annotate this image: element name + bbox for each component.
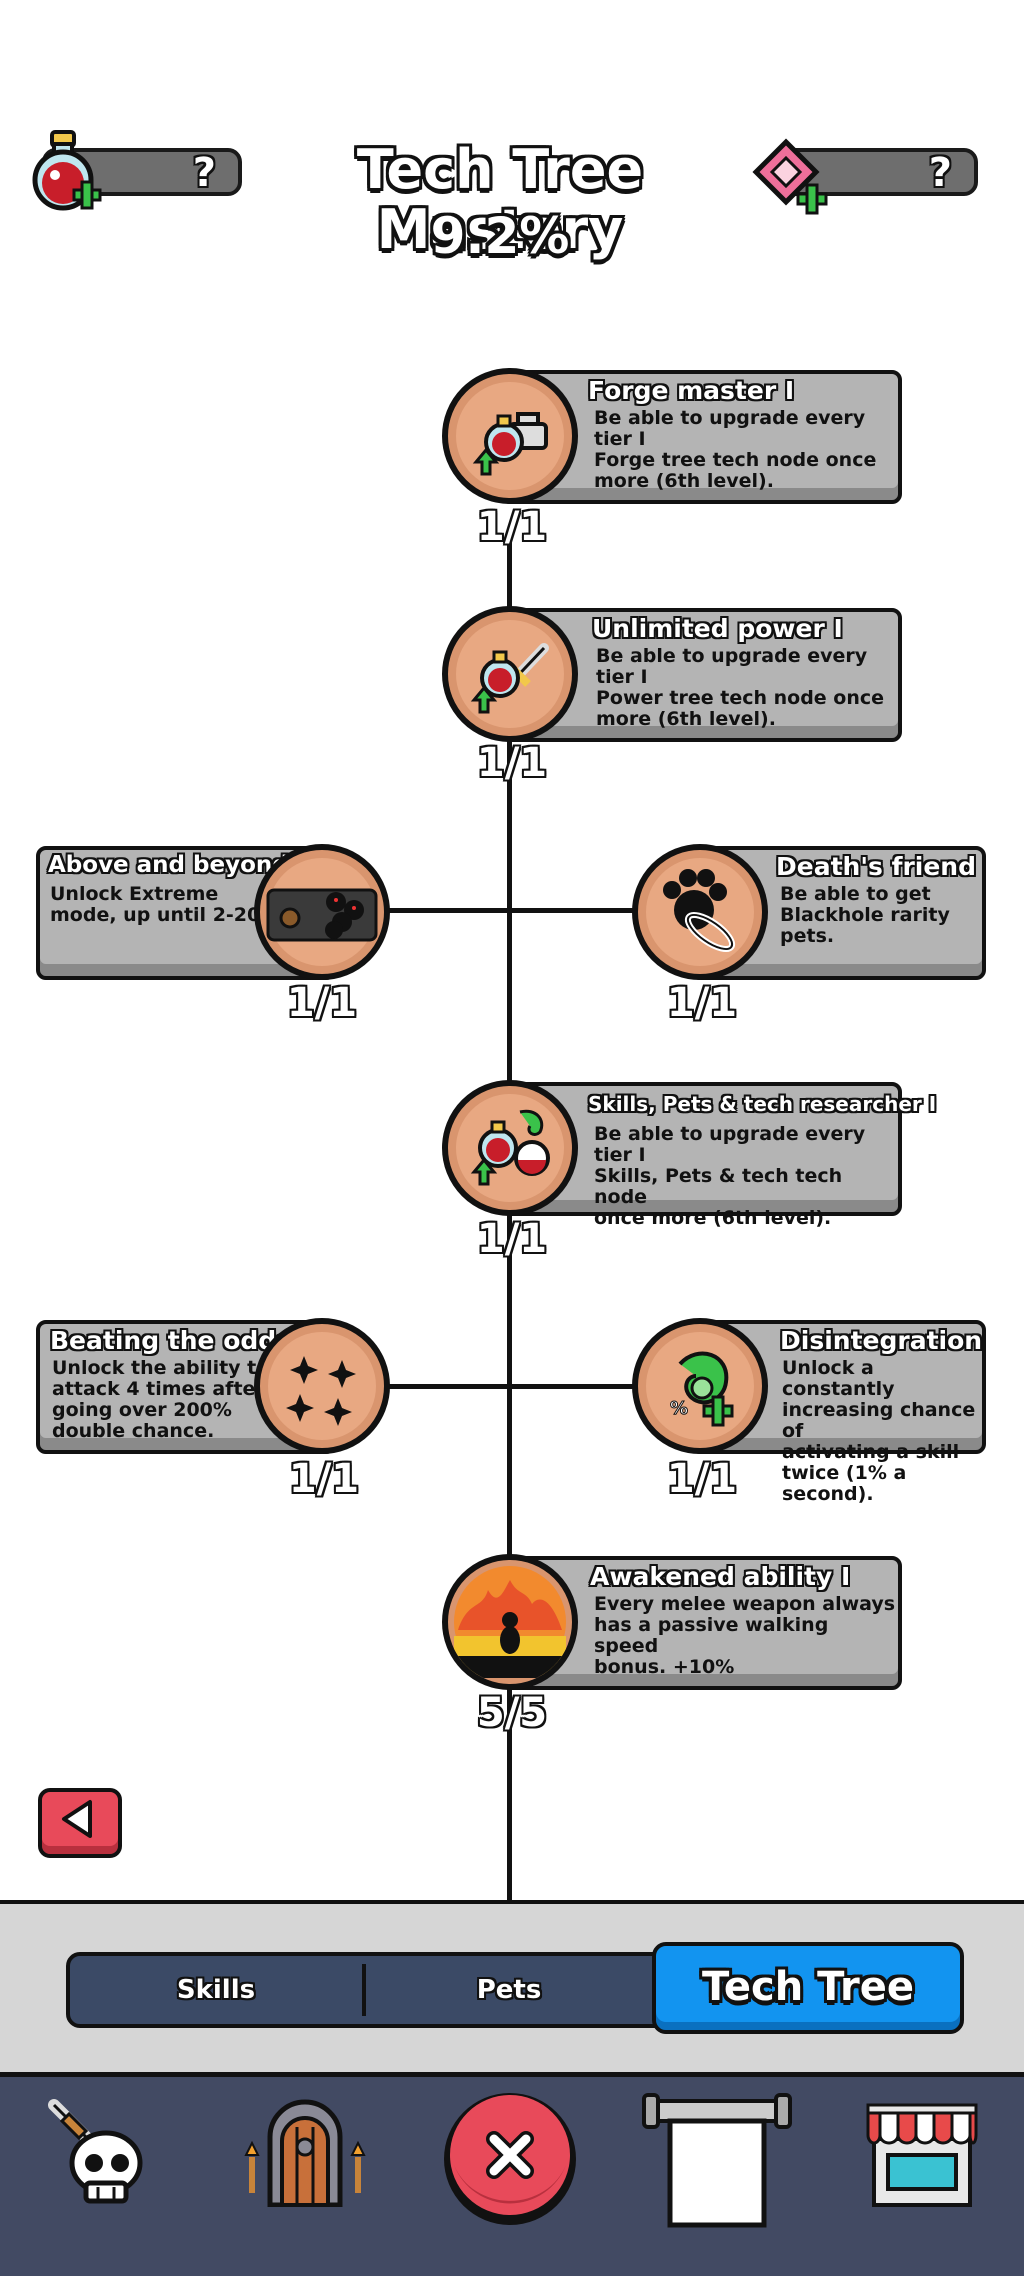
power-upgrade-icon (470, 643, 549, 714)
node-awakened-ability-count: 5/5 (476, 1690, 548, 1736)
back-arrow-icon (62, 1800, 92, 1838)
node-forge-master-count: 1/1 (476, 504, 548, 550)
page-title: Tech Tree Mastery (356, 138, 644, 261)
close-icon (444, 2093, 576, 2225)
node-deaths-friend-circle[interactable] (632, 844, 768, 980)
fire-figure-icon (454, 1566, 566, 1678)
mastery-percent: 9.2% (430, 207, 570, 265)
dungeon-door-icon[interactable] (240, 2097, 370, 2211)
gem-resource-value: ? (928, 150, 952, 196)
back-button[interactable] (38, 1788, 122, 1858)
research-upgrade-icon (470, 1109, 550, 1186)
node-disintegration-count: 1/1 (666, 1456, 738, 1502)
shuriken-icon (286, 1356, 356, 1426)
svg-text:%: % (670, 1398, 688, 1419)
close-button[interactable] (440, 2087, 580, 2231)
node-disintegration-circle[interactable]: % (632, 1318, 768, 1454)
node-above-beyond-circle[interactable] (254, 844, 390, 980)
pink-gem-icon (752, 138, 832, 222)
tab-tech-tree[interactable]: Tech Tree (652, 1942, 964, 2034)
node-beating-odds-count: 1/1 (288, 1456, 360, 1502)
extreme-mode-icon (266, 888, 378, 942)
node-researcher-circle[interactable] (442, 1080, 578, 1216)
tab-divider (362, 1964, 366, 2016)
scroll-icon[interactable] (642, 2093, 792, 2237)
forge-upgrade-icon (472, 412, 548, 476)
node-deaths-friend-count: 1/1 (666, 980, 738, 1026)
tree-branch-line (380, 908, 640, 913)
node-awakened-ability-circle[interactable] (442, 1554, 578, 1690)
tree-trunk-line (507, 530, 512, 1905)
skull-sword-icon[interactable] (40, 2091, 160, 2215)
tree-branch-line (380, 1384, 640, 1389)
node-unlimited-power-count: 1/1 (476, 740, 548, 786)
skill-twice-icon: % (670, 1351, 734, 1427)
tab-skills[interactable]: Skills (176, 1975, 256, 2005)
red-potion-icon (30, 128, 102, 222)
tab-pets[interactable]: Pets (476, 1975, 542, 2005)
node-unlimited-power-circle[interactable] (442, 606, 578, 742)
node-beating-odds-circle[interactable] (254, 1318, 390, 1454)
bottom-nav (0, 2072, 1024, 2276)
node-researcher-count: 1/1 (476, 1216, 548, 1262)
node-forge-master-circle[interactable] (442, 368, 578, 504)
node-above-beyond-count: 1/1 (286, 980, 358, 1026)
blackhole-paw-icon (663, 869, 736, 953)
shop-icon[interactable] (862, 2099, 982, 2213)
potion-resource-value: ? (192, 150, 216, 196)
